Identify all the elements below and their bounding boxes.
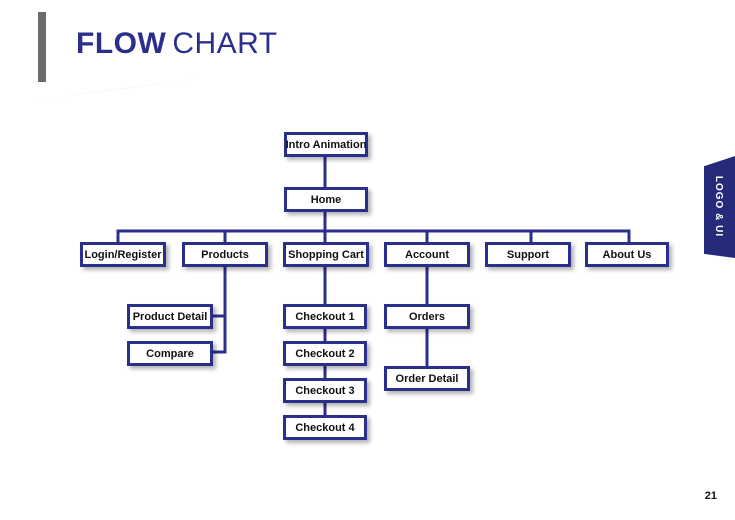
node-about-us[interactable]: About Us	[585, 242, 669, 267]
side-tab[interactable]	[704, 156, 735, 258]
page-title-light: CHART	[172, 27, 278, 60]
node-home[interactable]: Home	[284, 187, 368, 212]
node-product-detail[interactable]: Product Detail	[127, 304, 213, 329]
node-products[interactable]: Products	[182, 242, 268, 267]
node-checkout-2[interactable]: Checkout 2	[283, 341, 367, 366]
node-support[interactable]: Support	[485, 242, 571, 267]
node-checkout-1[interactable]: Checkout 1	[283, 304, 367, 329]
page-title-strong: FLOW	[76, 27, 167, 60]
node-login-register[interactable]: Login/Register	[80, 242, 166, 267]
node-account[interactable]: Account	[384, 242, 470, 267]
node-shopping-cart[interactable]: Shopping Cart	[283, 242, 369, 267]
node-intro-animation[interactable]: Intro Animation	[284, 132, 368, 157]
node-checkout-4[interactable]: Checkout 4	[283, 415, 367, 440]
edge-products-compare	[210, 264, 227, 354]
node-compare[interactable]: Compare	[127, 341, 213, 366]
node-order-detail[interactable]: Order Detail	[384, 366, 470, 391]
node-orders[interactable]: Orders	[384, 304, 470, 329]
page-number: 21	[704, 490, 717, 502]
title-accent-bar	[38, 12, 46, 82]
node-checkout-3[interactable]: Checkout 3	[283, 378, 367, 403]
